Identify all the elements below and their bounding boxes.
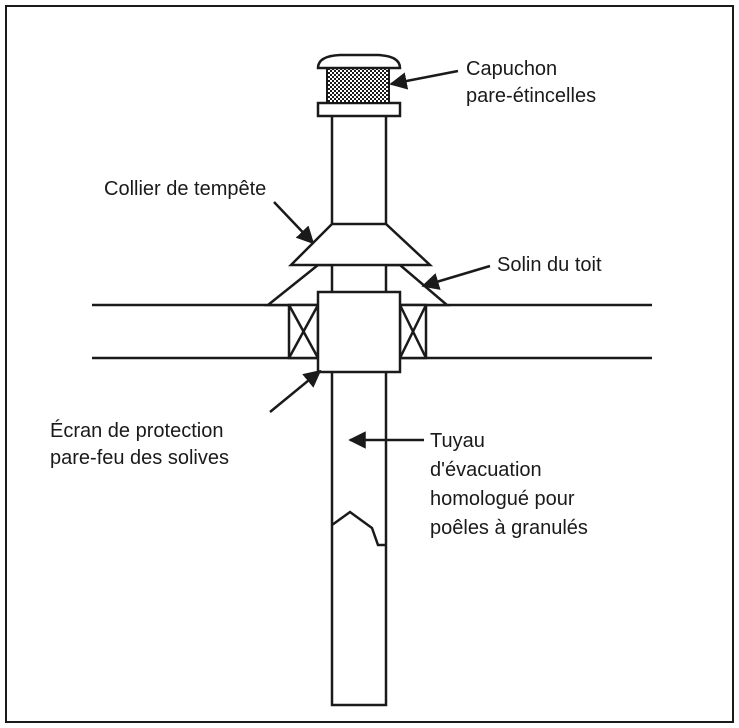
storm-collar-arrow xyxy=(273,201,315,245)
label-vent-pipe-line1: Tuyau xyxy=(430,430,485,452)
label-vent-pipe-line3: homologué pour xyxy=(430,488,575,510)
label-firestop-line2: pare-feu des solives xyxy=(50,447,229,469)
label-vent-pipe-line4: poêles à granulés xyxy=(430,517,588,539)
spark-arrestor-cap xyxy=(316,53,402,118)
joist-blocking-right xyxy=(398,303,428,360)
label-spark-cap-line2: pare-étincelles xyxy=(466,85,596,107)
label-firestop-line1: Écran de protection xyxy=(50,419,223,442)
label-vent-pipe-line2: d'évacuation xyxy=(430,459,542,481)
label-spark-cap-line1: Capuchon xyxy=(466,58,557,80)
storm-collar xyxy=(287,222,434,267)
firestop-arrow xyxy=(269,369,322,413)
spark-cap-arrow xyxy=(389,69,459,90)
vent-pipe xyxy=(330,113,388,707)
label-roof-flashing: Solin du toit xyxy=(497,254,602,276)
pipe-break-line xyxy=(331,510,386,547)
roof-flashing-arrow xyxy=(421,264,491,290)
firestop-shield xyxy=(316,290,402,374)
label-storm-collar: Collier de tempête xyxy=(104,178,266,200)
joist-blocking-left xyxy=(287,303,320,360)
